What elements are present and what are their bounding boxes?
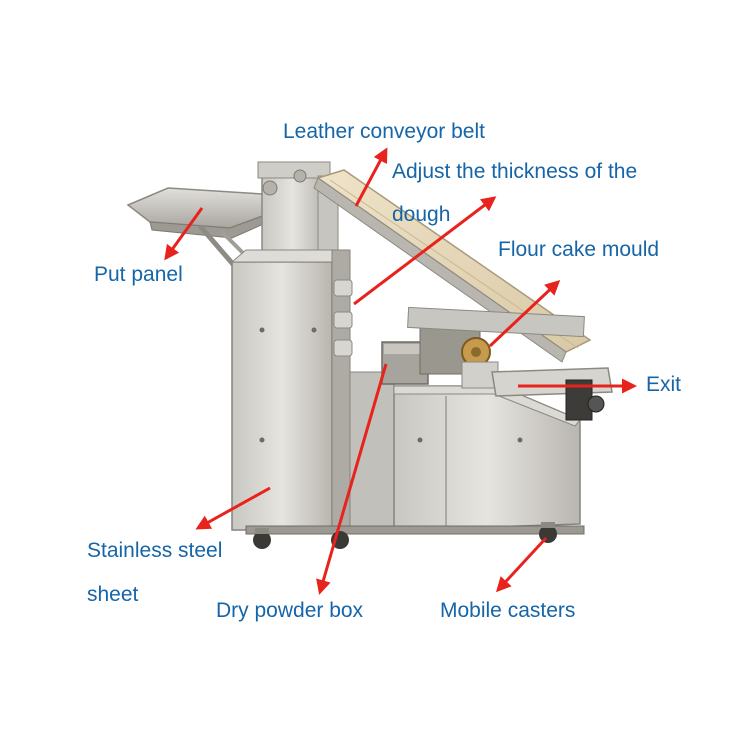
left-cabinet [231, 261, 333, 531]
label-stainless-steel-line1: Stainless steel [87, 539, 223, 562]
arrow-dry-powder [316, 363, 388, 595]
label-dry-powder-box: Dry powder box [216, 599, 364, 622]
annotation-arrows [164, 147, 637, 595]
label-exit: Exit [646, 373, 682, 396]
arrow-leather-belt [354, 147, 388, 207]
arrow-adjust [353, 196, 497, 306]
arrow-mobile-casters [495, 536, 548, 593]
label-put-panel: Put panel [94, 263, 183, 286]
label-mobile-casters: Mobile casters [440, 599, 576, 622]
label-adjust-thickness-line1: Adjust the thickness of the [392, 160, 638, 183]
arrow-put-panel [164, 207, 204, 261]
exit-tray [491, 367, 613, 397]
label-stainless-steel-line2: sheet [87, 583, 139, 606]
arrow-stainless [195, 486, 271, 530]
machine-body [126, 161, 613, 549]
label-flour-cake-mould: Flour cake mould [498, 238, 660, 261]
middle-body [349, 371, 395, 531]
label-leather-conveyor-belt: Leather conveyor belt [283, 120, 485, 143]
arrow-flour-mould [488, 279, 561, 348]
label-adjust-thickness-line2: dough [392, 203, 451, 226]
